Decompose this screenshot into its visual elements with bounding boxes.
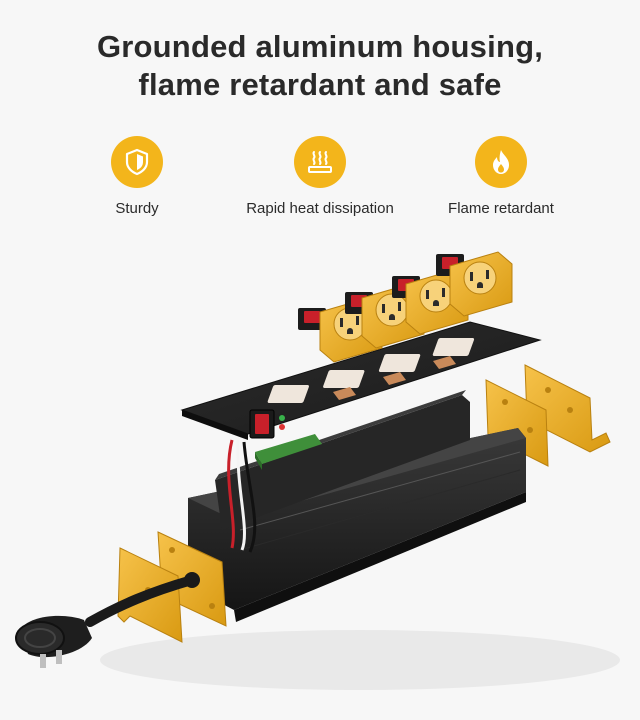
headline-line-1: Grounded aluminum housing, [96, 29, 544, 64]
copper-contacts [267, 338, 475, 403]
headline-line-2: flame retardant and safe [138, 67, 502, 102]
power-cord [85, 575, 197, 627]
indicator-light [279, 424, 285, 430]
internal-wires [227, 439, 257, 553]
feature-list: Sturdy Rapid heat dissipation Flame reta… [0, 136, 640, 226]
flame-icon [475, 136, 527, 188]
feature-label: Flame retardant [448, 200, 554, 217]
outlet-modules [298, 251, 513, 363]
shield-icon [111, 136, 163, 188]
feature-heat-dissipation: Rapid heat dissipation [220, 136, 420, 217]
outlet-4 [436, 251, 513, 317]
power-strip-exploded-view [15, 251, 620, 690]
floor-shadow [100, 630, 620, 690]
heat-waves-icon [294, 136, 346, 188]
feature-label: Rapid heat dissipation [246, 200, 394, 217]
plug-icon [15, 615, 92, 668]
indicator-light [279, 415, 285, 421]
circuit-board [255, 434, 322, 470]
feature-sturdy: Sturdy [37, 136, 237, 217]
headline: Grounded aluminum housing, flame retarda… [0, 28, 640, 104]
end-cap-right [485, 379, 549, 467]
master-switch [249, 409, 285, 439]
feature-flame-retardant: Flame retardant [401, 136, 601, 217]
feature-label: Sturdy [115, 200, 159, 217]
